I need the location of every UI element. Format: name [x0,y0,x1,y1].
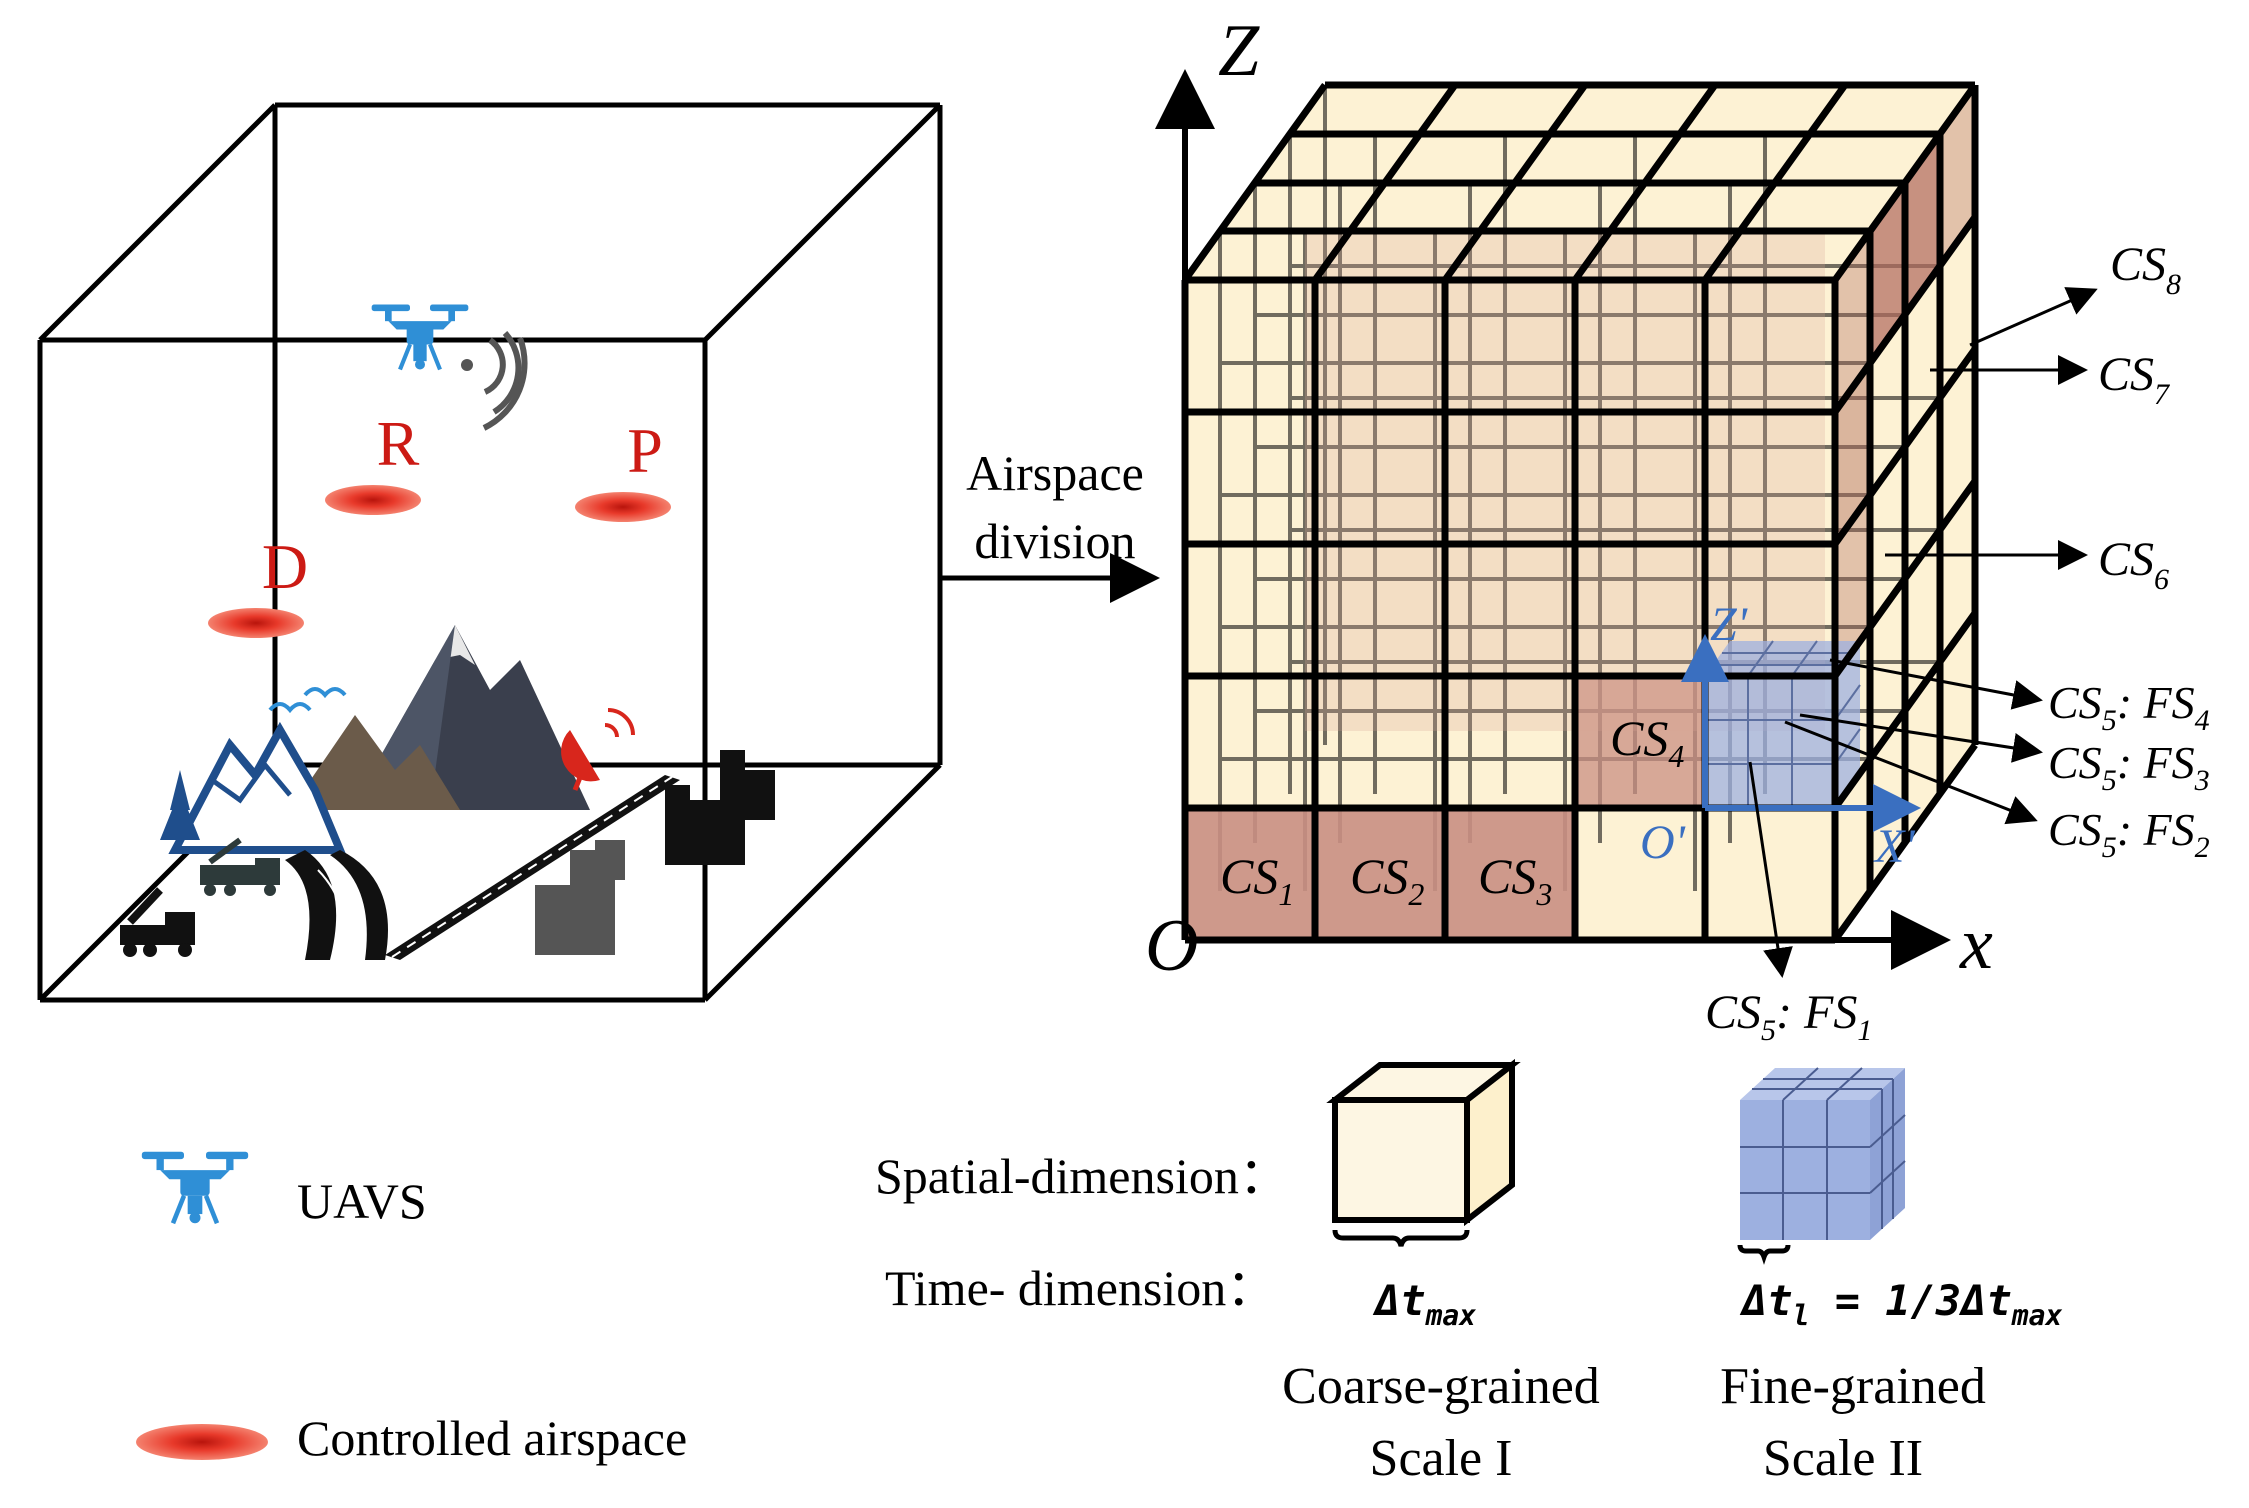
snow-mountain-icon [168,721,346,854]
label-cs2: CS2 [1350,848,1424,912]
restricted-zone-p [575,492,671,522]
coarse-cube-icon [1326,1058,1521,1227]
drone-icon [372,305,469,370]
legend-uav-label: UAVS [297,1173,427,1229]
terrain-scene [120,625,775,961]
label-cs6: CS6 [2098,533,2169,596]
legend-controlled-label: Controlled airspace [297,1410,687,1466]
local-x-label: X' [1873,820,1915,873]
cell-cs4-fill [1575,676,1705,808]
label-cs5-fs2: CS5: FS2 [2048,804,2210,864]
cell-cs7-fill [1835,363,1870,544]
coarse-dt-label: Δtmax [1372,1276,1476,1332]
legend-drone-icon [142,1152,248,1224]
label-cs5-fs1: CS5: FS1 [1705,986,1872,1047]
truck-icon [200,837,280,896]
launcher-icon [120,887,195,957]
road-icon [285,850,337,960]
local-origin-label: O' [1640,816,1686,869]
local-z-label: Z' [1710,598,1748,651]
label-cs1: CS1 [1220,848,1294,912]
airspace-cube [37,102,943,1003]
bird-icon [268,702,312,714]
global-axes [1155,69,1951,970]
time-dimension-label: Time- dimension： [885,1260,1276,1316]
marker-d: D [262,531,308,602]
label-cs7: CS7 [2098,348,2171,411]
spatial-dimension-label: Spatial-dimension： [875,1148,1289,1204]
label-cs3: CS3 [1478,848,1552,912]
coarse-scale-name: Coarse-grained [1282,1358,1600,1415]
cell-cs6-fill [1835,495,1870,676]
callout-lines [1748,287,2098,978]
cell-cs1-cs3-fill [1185,808,1575,940]
restricted-zone-d [208,608,304,638]
label-cs4: CS4 [1610,710,1684,774]
fine-dt-label: Δtl = 1/3Δtmax [1739,1276,2062,1332]
signal-icon [461,330,528,431]
fine-brace [1737,1244,1791,1265]
axis-x-label: x [1959,903,1993,985]
label-cs5-fs4: CS5: FS4 [2048,677,2210,737]
marker-r: R [377,408,420,479]
origin-label: O [1145,905,1198,987]
buildings-icon [665,750,775,865]
restricted-zone-r [325,485,421,515]
coarse-brace [1332,1229,1470,1247]
fine-cube-icon [1740,1067,1906,1240]
fine-grid-cell [1705,640,1861,808]
brown-mountain-icon [290,715,460,810]
arrow-label-line2: division [974,513,1135,569]
tree-icon [160,790,200,840]
label-cs5-fs3: CS5: FS3 [2048,737,2210,797]
grid-cube [1181,81,1979,944]
legend-zone-icon [136,1424,268,1460]
axis-z-label: Z [1218,10,1260,92]
coarse-scale-number: Scale I [1370,1430,1513,1487]
city-icon [535,840,625,955]
fine-scale-name: Fine-grained [1720,1358,1986,1415]
marker-p: P [627,415,663,486]
radar-icon [561,708,635,791]
arrow-label-line1: Airspace [966,445,1144,501]
label-cs8: CS8 [2110,238,2181,301]
fine-scale-number: Scale II [1763,1430,1923,1487]
local-axes [1681,634,1921,832]
